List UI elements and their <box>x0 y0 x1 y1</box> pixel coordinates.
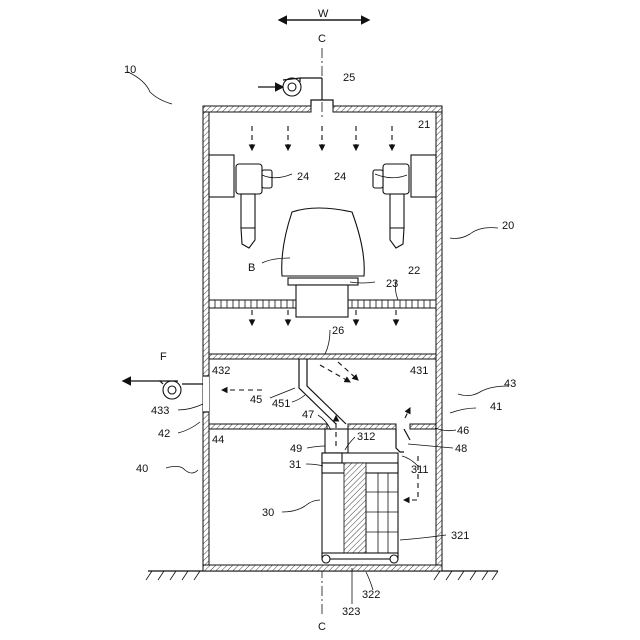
label-451: 451 <box>272 398 290 410</box>
grating <box>209 285 436 317</box>
car-body <box>282 208 365 285</box>
label-47: 47 <box>302 409 314 421</box>
label-10: 10 <box>124 64 136 76</box>
reference-labels: 10 25 21 24 24 20 B 22 23 26 F 432 431 4… <box>124 64 516 618</box>
downflow-arrows-top <box>252 126 392 150</box>
leader-lines <box>128 72 508 604</box>
supply-fan <box>258 78 301 96</box>
label-24-left: 24 <box>297 171 309 183</box>
label-40: 40 <box>136 463 148 475</box>
label-311: 311 <box>411 464 429 476</box>
label-B: B <box>248 262 255 274</box>
label-21: 21 <box>418 119 430 131</box>
robot-right <box>373 155 436 248</box>
label-321: 321 <box>451 530 469 542</box>
label-45: 45 <box>250 394 262 406</box>
label-W: W <box>318 8 329 20</box>
label-25: 25 <box>343 72 355 84</box>
label-48: 48 <box>455 443 467 455</box>
partition-duct <box>222 359 358 424</box>
label-C-bottom: C <box>318 621 326 633</box>
duct-49 <box>325 416 348 453</box>
exhaust-fan <box>124 381 203 399</box>
label-30: 30 <box>262 507 274 519</box>
label-22: 22 <box>408 265 420 277</box>
label-24-right: 24 <box>334 171 346 183</box>
label-31: 31 <box>289 459 301 471</box>
label-20: 20 <box>502 220 514 232</box>
label-C-top: C <box>318 33 326 45</box>
label-49: 49 <box>290 443 302 455</box>
label-322: 322 <box>362 589 380 601</box>
label-44: 44 <box>212 434 224 446</box>
filter-unit <box>322 453 398 563</box>
label-F: F <box>160 351 167 363</box>
label-41: 41 <box>490 401 502 413</box>
label-23: 23 <box>386 278 398 290</box>
label-432: 432 <box>212 365 230 377</box>
label-46: 46 <box>457 425 469 437</box>
duct-48 <box>396 408 418 500</box>
label-323: 323 <box>342 606 360 618</box>
air-inlet <box>300 78 333 106</box>
label-26: 26 <box>332 325 344 337</box>
width-arrow: W <box>280 8 368 20</box>
label-431: 431 <box>410 365 428 377</box>
label-433: 433 <box>151 405 169 417</box>
robot-left <box>209 155 272 248</box>
label-312: 312 <box>357 431 375 443</box>
label-43: 43 <box>504 378 516 390</box>
label-42: 42 <box>158 428 170 440</box>
